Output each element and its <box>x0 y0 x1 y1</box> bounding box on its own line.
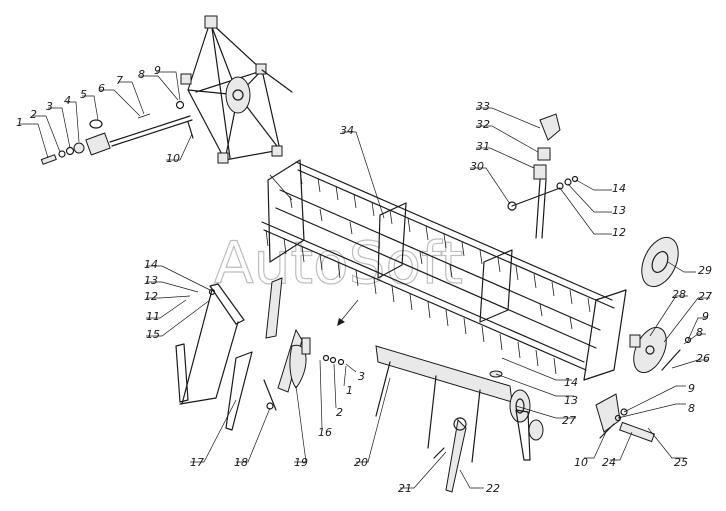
callout-label: 32 <box>476 118 490 131</box>
callout-label: 6 <box>98 82 105 95</box>
callout-label: 9 <box>688 382 695 395</box>
reel-frame-assembly <box>261 159 627 381</box>
callout-label: 15 <box>146 328 160 341</box>
right-disc-assembly <box>629 236 692 374</box>
callout-label: 17 <box>190 456 204 469</box>
callout-label: 1 <box>16 116 23 129</box>
callout-label: 3 <box>358 370 365 383</box>
callout-label: 11 <box>146 310 160 323</box>
upper-bracket-assembly <box>507 113 579 239</box>
callout-label: 27 <box>562 414 576 427</box>
callout-label: 10 <box>574 456 588 469</box>
callout-label: 20 <box>354 456 368 469</box>
drive-spider-assembly <box>180 15 293 201</box>
callout-label: 12 <box>144 290 158 303</box>
leader-lines <box>20 71 710 489</box>
callout-label: 21 <box>398 482 412 495</box>
callout-label: 14 <box>612 182 626 195</box>
callout-label: 9 <box>154 64 161 77</box>
shaft-parts-group <box>40 100 194 165</box>
callout-label: 31 <box>476 140 490 153</box>
callout-label: 30 <box>470 160 484 173</box>
callout-label: 13 <box>612 204 626 217</box>
callout-label: 1 <box>346 384 353 397</box>
callout-label: 8 <box>138 68 145 81</box>
callout-label: 29 <box>698 264 712 277</box>
callout-label: 4 <box>64 94 71 107</box>
callout-labels: 1 2 3 4 5 6 7 8 9 10 34 33 32 31 30 14 1… <box>16 64 712 495</box>
callout-label: 28 <box>672 288 686 301</box>
lower-trough-assembly <box>375 345 544 493</box>
callout-label: 5 <box>80 88 87 101</box>
callout-label: 8 <box>688 402 695 415</box>
lower-right-parts <box>595 393 655 443</box>
callout-label: 19 <box>294 456 308 469</box>
callout-label: 7 <box>116 74 123 87</box>
lower-left-linkage <box>175 277 345 431</box>
callout-label: 12 <box>612 226 626 239</box>
tines-upper <box>299 169 591 313</box>
callout-label: 9 <box>702 310 709 323</box>
callout-label: 24 <box>602 456 616 469</box>
callout-label: 8 <box>696 326 703 339</box>
callout-label: 18 <box>234 456 248 469</box>
tines-lower <box>265 229 557 375</box>
callout-label: 22 <box>486 482 500 495</box>
tines-middle <box>289 195 573 330</box>
callout-label: 33 <box>476 100 490 113</box>
callout-label: 3 <box>46 100 53 113</box>
callout-label: 10 <box>166 152 180 165</box>
callout-label: 26 <box>696 352 710 365</box>
callout-label: 2 <box>336 406 343 419</box>
callout-label: 13 <box>564 394 578 407</box>
callout-label: 27 <box>698 290 712 303</box>
callout-label: 13 <box>144 274 158 287</box>
callout-label: 14 <box>564 376 578 389</box>
callout-label: 34 <box>340 124 354 137</box>
callout-label: 14 <box>144 258 158 271</box>
callout-label: 16 <box>318 426 332 439</box>
callout-label: 25 <box>674 456 688 469</box>
callout-label: 2 <box>30 108 37 121</box>
